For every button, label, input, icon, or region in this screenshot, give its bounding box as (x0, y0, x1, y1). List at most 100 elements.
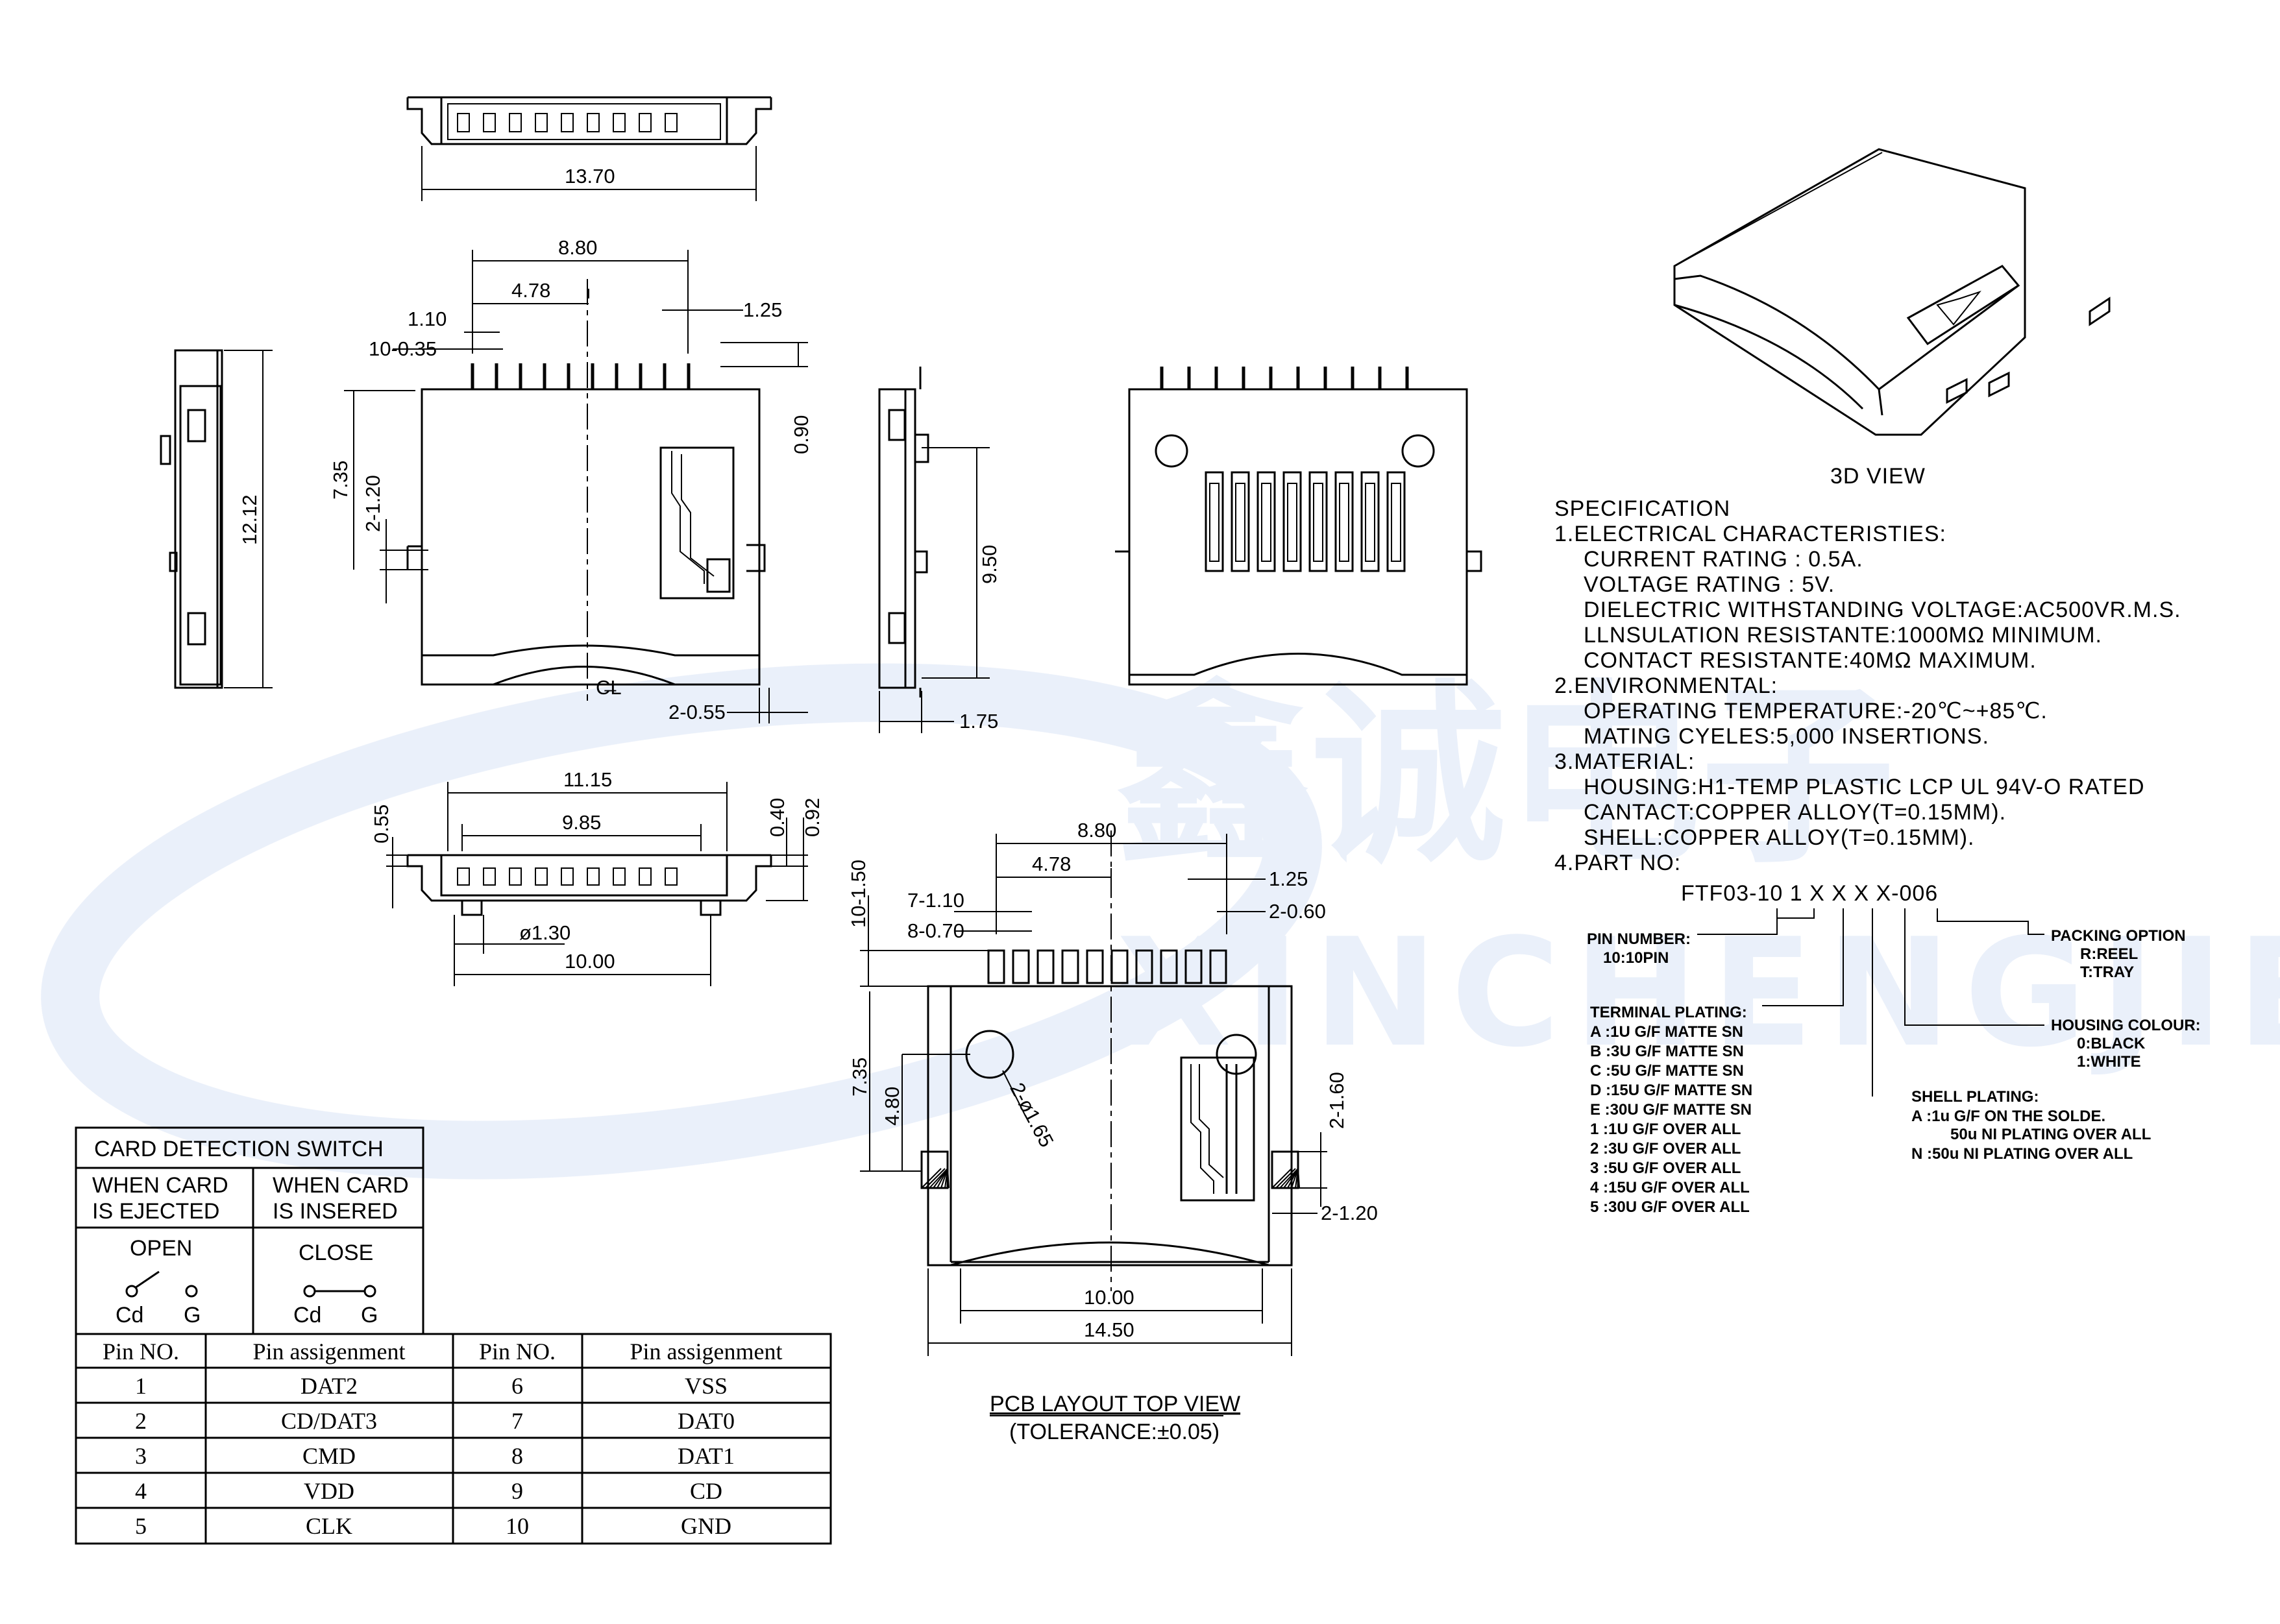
pin-header-3: Pin assigenment (630, 1339, 783, 1364)
open-g-label: G (184, 1303, 201, 1327)
top-pin (561, 113, 574, 132)
back-contact-inner (1209, 483, 1220, 562)
ejected-line1: WHEN CARD (92, 1173, 228, 1198)
dim-bottom-092: 0.92 (801, 798, 824, 837)
pin-number-title: PIN NUMBER: (1587, 930, 1691, 948)
center-line: C̶L (596, 676, 622, 699)
dim-pcb-2160: 2-1.60 (1325, 1072, 1348, 1129)
shell-1: A :1u G/F ON THE SOLDE. (1911, 1108, 2105, 1125)
pcb-pad (1135, 949, 1153, 984)
left-side-view: 12.12 (160, 349, 273, 689)
spec-line-5: LLNSULATION RESISTANTE:1000MΩ MINIMUM. (1584, 623, 2102, 648)
back-contact-inner (1235, 483, 1245, 562)
pcb-side-pad-hatch (1271, 1168, 1292, 1189)
dim-bottom-1000: 10.00 (565, 950, 615, 973)
dim-pcb-870: 8-0.70 (907, 919, 964, 942)
pcb-pad (1160, 949, 1178, 984)
dim-pcb-2120: 2-1.20 (1321, 1202, 1378, 1224)
pin-cell: CD (690, 1478, 722, 1504)
pcb-side-pad-hatch (947, 1168, 950, 1189)
specification: SPECIFICATION 1.ELECTRICAL CHARACTERISTI… (1554, 496, 2201, 1216)
top-pin (639, 113, 652, 132)
front-view: C̶L 8.80 4.78 1.10 10-0.35 1.25 0.90 7.3… (329, 236, 813, 723)
terminal-6: 1 :1U G/F OVER ALL (1590, 1121, 1741, 1138)
bottom-pin (509, 867, 522, 886)
pin-header-0: Pin NO. (103, 1339, 179, 1364)
bottom-view: 11.15 9.85 0.55 0.40 0.92 ø1.30 10.00 (370, 768, 824, 986)
spec-line-6: CONTACT RESISTANTE:40MΩ MAXIMUM. (1584, 648, 2037, 673)
top-pin (587, 113, 600, 132)
spec-line-4: DIELECTRIC WITHSTANDING VOLTAGE:AC500VR.… (1584, 598, 2181, 622)
dim-bottom-hole: ø1.30 (519, 921, 570, 944)
dim-bottom-040: 0.40 (766, 798, 789, 837)
pin-cell: 10 (506, 1513, 529, 1539)
pin-cell: 6 (511, 1373, 523, 1399)
dim-pcb-2165: 2-ø1.65 (1005, 1079, 1058, 1151)
terminal-8: 3 :5U G/F OVER ALL (1590, 1159, 1741, 1177)
spec-line-10: 3.MATERIAL: (1554, 749, 1695, 774)
pin-header-2: Pin NO. (479, 1339, 556, 1364)
back-contact-slot (1360, 471, 1380, 572)
dim-bottom-1115: 11.15 (563, 768, 612, 791)
bottom-pin (561, 867, 574, 886)
dim-front-125: 1.25 (743, 298, 782, 321)
open-label: OPEN (130, 1236, 192, 1261)
open-g-contact (185, 1285, 198, 1298)
pin-cell: 7 (511, 1408, 523, 1434)
back-contact-slot (1231, 471, 1250, 572)
right-side-view: 9.50 1.75 (878, 367, 1001, 733)
pin-header-1: Pin assigenment (253, 1339, 406, 1364)
watermark-en: XINCHENGJIE (1116, 907, 2280, 1080)
terminal-1: A :1U G/F MATTE SN (1590, 1023, 1743, 1041)
pcb-title: PCB LAYOUT TOP VIEW (990, 1392, 1240, 1416)
bottom-pin (457, 867, 470, 886)
dim-pcb-480: 4.80 (881, 1087, 903, 1126)
packing-2: T:TRAY (2080, 963, 2134, 981)
dim-front-110: 1.10 (408, 308, 447, 330)
top-pin (535, 113, 548, 132)
3d-view: 3D VIEW (1673, 148, 2111, 489)
back-contact-inner (1365, 483, 1375, 562)
spec-line-8: OPERATING TEMPERATURE:-20℃~+85℃. (1584, 699, 2048, 723)
back-contact-slot (1256, 471, 1276, 572)
spec-line-2: CURRENT RATING : 0.5A. (1584, 547, 1863, 572)
pcb-side-pad-hatch (1275, 1168, 1296, 1189)
back-contact-slot (1334, 471, 1354, 572)
pin-cell: DAT0 (678, 1408, 735, 1434)
pcb-pad (1184, 949, 1203, 984)
bottom-pin (587, 867, 600, 886)
housing-2: 1:WHITE (2077, 1053, 2141, 1071)
top-pin (613, 113, 626, 132)
spec-line-1: 1.ELECTRICAL CHARACTERISTIES: (1554, 522, 1946, 546)
dim-pcb-1450: 14.50 (1084, 1318, 1134, 1341)
pin-cell: 5 (135, 1513, 147, 1539)
pin-cell: VSS (685, 1373, 728, 1399)
dim-pcb-125: 1.25 (1269, 867, 1308, 890)
pin-cell: CLK (306, 1513, 352, 1539)
terminal-10: 5 :30U G/F OVER ALL (1590, 1198, 1750, 1216)
dim-front-pitch: 10-0.35 (369, 337, 437, 360)
watermark: 鑫诚电子 XINCHENGJIE (41, 663, 2280, 1180)
housing-1: 0:BLACK (2077, 1035, 2146, 1052)
dim-pcb-880: 8.80 (1077, 819, 1116, 842)
back-contact-inner (1313, 483, 1323, 562)
pin-cell: 4 (135, 1478, 147, 1504)
terminal-5: E :30U G/F MATTE SN (1590, 1101, 1752, 1119)
switch-title: CARD DETECTION SWITCH (94, 1137, 384, 1161)
dim-top-width: 13.70 (565, 165, 615, 188)
pcb-pad (1036, 949, 1055, 984)
packing-1: R:REEL (2080, 945, 2138, 963)
dim-right-height: 9.50 (978, 545, 1001, 584)
close-cd-contact (303, 1285, 316, 1298)
shell-2: 50u NI PLATING OVER ALL (1950, 1126, 2151, 1143)
pin-cell: DAT1 (678, 1443, 735, 1469)
pcb-side-pad-hatch (1297, 1168, 1300, 1189)
close-g-contact (363, 1285, 376, 1298)
dim-front-width: 8.80 (558, 236, 597, 259)
3d-view-label: 3D VIEW (1830, 464, 1926, 489)
dim-pcb-1015: 10-1.50 (847, 860, 870, 928)
pin-cell: 3 (135, 1443, 147, 1469)
dim-front-735: 7.35 (329, 461, 352, 500)
watermark-cn: 鑫诚电子 (1116, 663, 1895, 890)
